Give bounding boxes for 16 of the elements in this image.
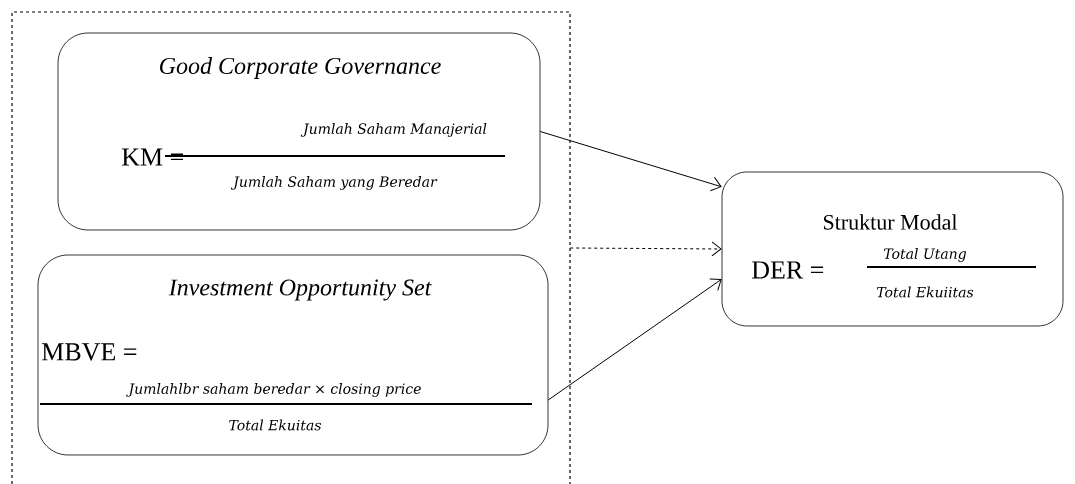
arrow: [539, 131, 722, 192]
formula-label: DER =: [751, 261, 824, 279]
numerator: Total Utang: [884, 248, 967, 262]
arrow: [547, 278, 722, 401]
formula-label: KM =: [121, 148, 183, 166]
box-title: Investment Opportunity Set: [168, 279, 432, 301]
formula-label: MBVE =: [41, 343, 137, 361]
dashed-frame: [11, 11, 571, 484]
box-title: Struktur Modal: [823, 214, 958, 230]
numerator: Jumlah Saham Manajerial: [300, 123, 487, 137]
denominator: Jumlah Saham yang Beredar: [230, 176, 438, 190]
numerator: Jumlahlbr saham beredar × closing price: [126, 383, 421, 397]
denominator: Total Ekuitas: [229, 419, 321, 431]
denominator: Total Ekuiitas: [876, 286, 974, 298]
arrow: [569, 241, 722, 257]
box-title: Good Corporate Governance: [160, 57, 441, 79]
